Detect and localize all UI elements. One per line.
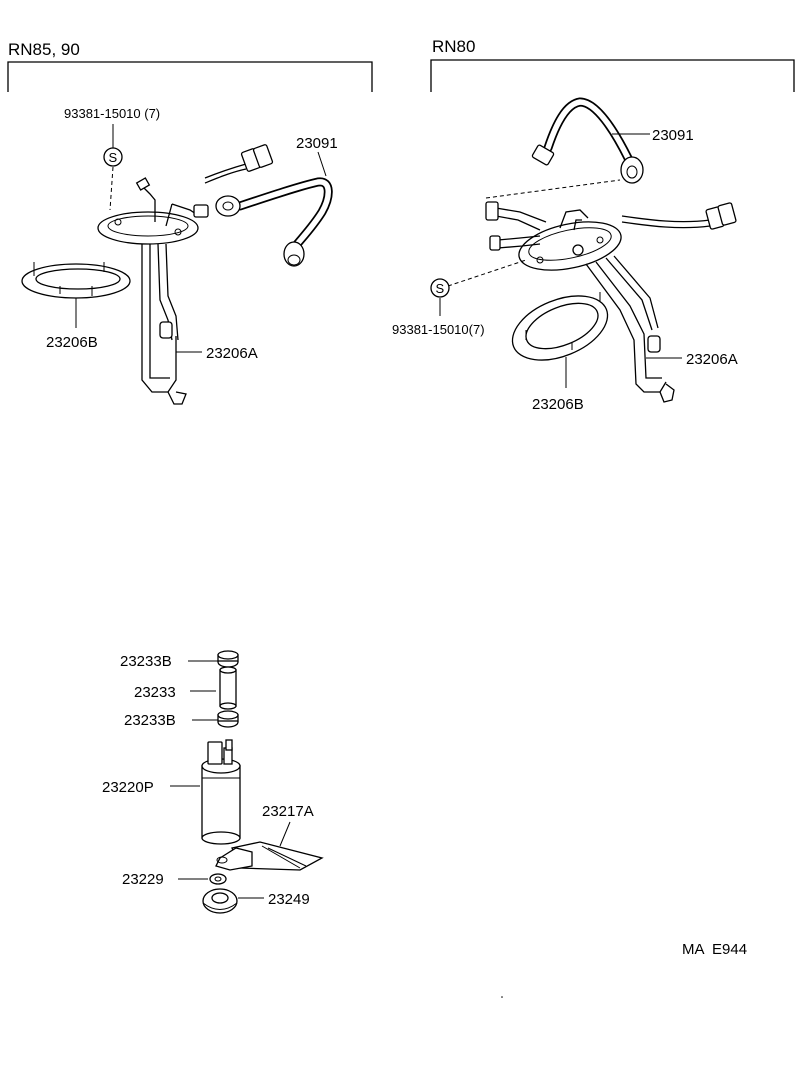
washer-label: 23229	[122, 871, 164, 888]
fuel-filter-icon	[215, 841, 324, 871]
left-bolt-label: 93381-15010 (7)	[64, 106, 160, 121]
right-bolt-label: 93381-15010(7)	[392, 322, 485, 337]
filter-leader	[279, 821, 291, 847]
right-group-bracket	[430, 59, 795, 92]
right-hose-dash-leader	[485, 179, 621, 199]
right-sender-unit-icon	[485, 201, 737, 403]
left-group-header: RN85, 90	[8, 40, 80, 59]
right-gasket-icon	[511, 292, 609, 361]
pump-group: 23233B 23233 23233B 23220P	[102, 650, 324, 914]
right-s-symbol-letter: S	[436, 281, 445, 296]
right-bolt-dash-leader	[447, 259, 527, 287]
left-group: RN85, 90 93381-15010 (7) S	[7, 40, 373, 405]
clamp-bottom-label: 23233B	[124, 712, 176, 729]
pump-label: 23220P	[102, 779, 154, 796]
washer-icon	[209, 873, 227, 885]
scan-speck	[501, 996, 503, 998]
left-sender-unit-icon	[97, 144, 274, 405]
pump-hose-icon	[219, 666, 237, 710]
left-gasket-label: 23206B	[46, 334, 98, 351]
right-group: RN80 23091	[392, 37, 795, 413]
right-gauge-label: 23206A	[686, 351, 738, 368]
left-bolt-dash-leader	[109, 166, 114, 211]
cushion-icon	[202, 888, 238, 914]
cushion-label: 23249	[268, 891, 310, 908]
right-fuel-hose-icon	[531, 97, 644, 184]
filter-label: 23217A	[262, 803, 314, 820]
left-gauge-label: 23206A	[206, 345, 258, 362]
pump-hose-label: 23233	[134, 684, 176, 701]
clamp-top-icon	[217, 650, 239, 668]
figure-code: MA E944	[682, 941, 747, 958]
right-group-header: RN80	[432, 37, 475, 56]
left-hose-label: 23091	[296, 135, 338, 152]
fuel-pump-icon	[201, 739, 241, 845]
left-s-symbol-icon	[103, 147, 123, 167]
left-group-bracket	[7, 61, 373, 92]
clamp-top-label: 23233B	[120, 653, 172, 670]
right-gasket-label: 23206B	[532, 396, 584, 413]
left-fuel-hose-icon	[215, 177, 333, 267]
left-gasket-icon	[21, 262, 131, 299]
left-s-symbol-letter: S	[109, 150, 118, 165]
left-hose-leader	[317, 151, 327, 177]
clamp-bottom-icon	[217, 710, 239, 728]
right-s-symbol-icon	[430, 278, 450, 298]
right-hose-label: 23091	[652, 127, 694, 144]
